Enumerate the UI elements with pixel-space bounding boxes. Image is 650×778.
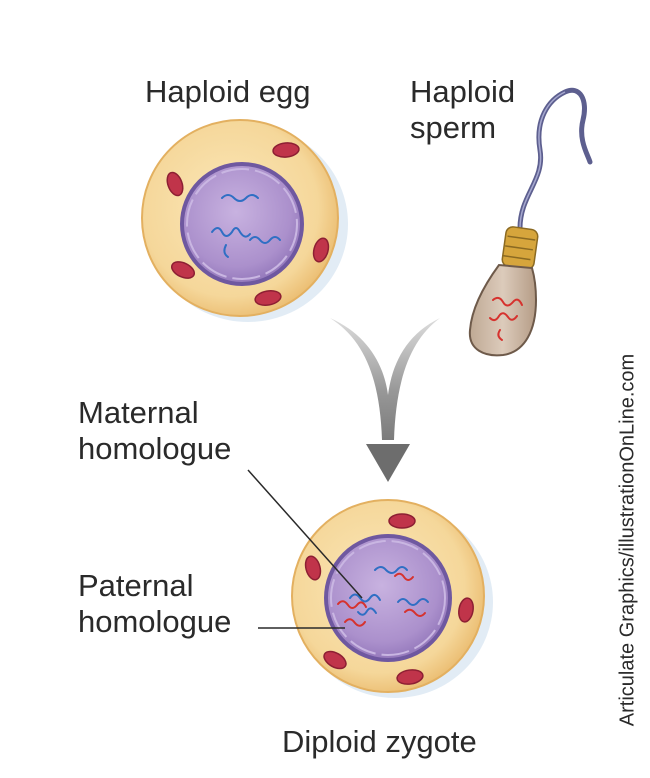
sperm-paternal-chromosomes <box>489 296 523 341</box>
zygote-maternal-chromosomes <box>349 566 429 616</box>
haploid-sperm-label: Haploid sperm <box>410 74 516 145</box>
egg-organelles <box>166 142 330 307</box>
zygote-organelles <box>304 513 474 685</box>
paternal-homologue-label: Paternal homologue <box>78 568 232 639</box>
sperm-midpiece <box>501 226 539 270</box>
sperm-tail <box>517 87 593 231</box>
zygote-paternal-chromosomes <box>337 572 426 627</box>
maternal-homologue-label: Maternal homologue <box>78 395 232 466</box>
diploid-zygote-label: Diploid zygote <box>282 724 477 759</box>
zygote-nucleus <box>324 534 452 662</box>
haploid-sperm <box>468 87 593 357</box>
maternal-leader-line <box>247 469 363 599</box>
sperm-head <box>468 263 538 357</box>
haploid-egg <box>141 119 348 322</box>
fertilization-arrow <box>330 318 440 482</box>
haploid-egg-label: Haploid egg <box>145 74 311 109</box>
diploid-zygote <box>291 499 493 698</box>
egg-nucleus <box>180 162 304 286</box>
image-credit: Articulate Graphics/illustrationOnLine.c… <box>616 353 639 727</box>
egg-maternal-chromosomes <box>211 194 281 258</box>
